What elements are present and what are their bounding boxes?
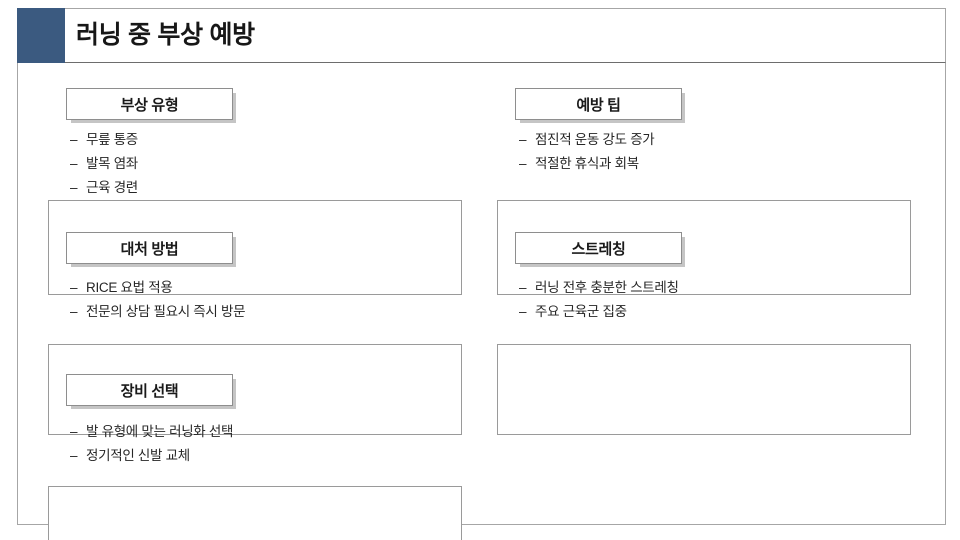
content-card: 장비 선택 발 유형에 맞는 러닝화 선택 정기적인 신발 교체 xyxy=(48,374,462,540)
list-item: 발 유형에 맞는 러닝화 선택 xyxy=(70,420,233,444)
card-heading: 예방 팁 xyxy=(576,96,621,114)
card-body xyxy=(48,486,462,540)
list-item: 점진적 운동 강도 증가 xyxy=(519,128,655,152)
list-item: 러닝 전후 충분한 스트레칭 xyxy=(519,276,679,300)
list-item: 근육 경련 xyxy=(70,176,138,200)
content-card: 부상 유형 무릎 통증 발목 염좌 근육 경련 xyxy=(48,88,462,295)
list-item: RICE 요법 적용 xyxy=(70,276,245,300)
card-heading: 장비 선택 xyxy=(120,382,179,400)
list-item: 정기적인 신발 교체 xyxy=(70,444,233,468)
card-header-tab[interactable]: 장비 선택 xyxy=(66,374,233,406)
content-card: 대처 방법 RICE 요법 적용 전문의 상담 필요시 즉시 방문 xyxy=(48,232,462,435)
card-bullet-list: 점진적 운동 강도 증가 적절한 휴식과 회복 xyxy=(519,128,655,176)
list-item: 무릎 통증 xyxy=(70,128,138,152)
list-item: 적절한 휴식과 회복 xyxy=(519,152,654,176)
card-header-tab[interactable]: 부상 유형 xyxy=(66,88,233,120)
card-heading: 부상 유형 xyxy=(120,96,179,114)
card-header-tab[interactable]: 대처 방법 xyxy=(66,232,233,264)
list-item: 주요 근육군 집중 xyxy=(519,300,679,324)
list-item: 전문의 상담 필요시 즉시 방문 xyxy=(70,300,246,324)
title-bar xyxy=(17,8,946,63)
card-heading: 대처 방법 xyxy=(120,240,179,258)
card-header-tab[interactable]: 예방 팁 xyxy=(515,88,682,120)
card-bullet-list: RICE 요법 적용 전문의 상담 필요시 즉시 방문 xyxy=(70,276,246,324)
card-bullet-list: 러닝 전후 충분한 스트레칭 주요 근육군 집중 xyxy=(519,276,679,324)
card-bullet-list: 무릎 통증 발목 염좌 근육 경련 xyxy=(70,128,138,200)
card-bullet-list: 발 유형에 맞는 러닝화 선택 정기적인 신발 교체 xyxy=(70,420,233,468)
content-card: 예방 팁 점진적 운동 강도 증가 적절한 휴식과 회복 xyxy=(497,88,911,295)
card-body xyxy=(497,344,911,435)
card-header-tab[interactable]: 스트레칭 xyxy=(515,232,682,264)
content-card: 스트레칭 러닝 전후 충분한 스트레칭 주요 근육군 집중 xyxy=(497,232,911,435)
title-accent-block xyxy=(17,8,65,63)
card-heading: 스트레칭 xyxy=(571,240,626,258)
list-item: 발목 염좌 xyxy=(70,152,138,176)
page-title: 러닝 중 부상 예방 xyxy=(76,21,255,49)
